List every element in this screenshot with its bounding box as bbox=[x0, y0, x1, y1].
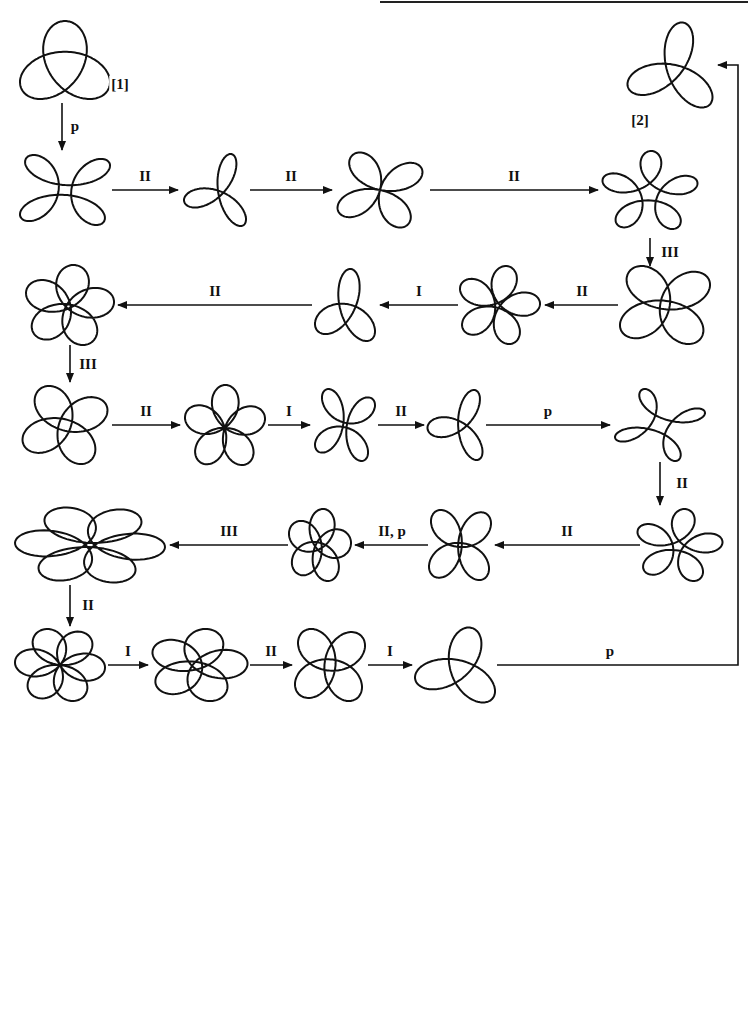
move-label: I bbox=[385, 643, 395, 660]
move-label: III bbox=[218, 523, 240, 540]
move-label: II bbox=[674, 475, 690, 492]
move-label: I bbox=[414, 283, 424, 300]
diagram-number: [2] bbox=[629, 112, 651, 129]
move-arrows bbox=[62, 65, 738, 665]
move-label: p bbox=[542, 403, 554, 420]
knot-diagram bbox=[23, 386, 108, 464]
knot-diagram bbox=[628, 23, 713, 108]
knot-diagram bbox=[153, 629, 248, 701]
move-label: III bbox=[77, 356, 99, 373]
move-label: II bbox=[559, 523, 575, 540]
move-label: II bbox=[574, 283, 590, 300]
move-label: II bbox=[137, 168, 153, 185]
knot-diagram bbox=[15, 508, 165, 583]
move-label: III bbox=[659, 244, 681, 261]
move-label: II bbox=[207, 283, 223, 300]
knot-diagram bbox=[429, 510, 491, 580]
knot-diagram bbox=[20, 21, 110, 99]
knot-diagram bbox=[295, 629, 365, 701]
move-label: II, p bbox=[376, 523, 408, 540]
move-label: II bbox=[283, 168, 299, 185]
knot-diagram bbox=[428, 390, 483, 460]
knot-diagram bbox=[289, 509, 351, 581]
knot-diagram bbox=[338, 153, 423, 228]
diagram-number: [1] bbox=[109, 76, 131, 93]
knot-diagram bbox=[184, 154, 246, 226]
move-label: II bbox=[138, 403, 154, 420]
knot-diagram bbox=[185, 385, 265, 465]
move-label: II bbox=[506, 168, 522, 185]
knot-diagram bbox=[26, 265, 114, 345]
move-label: II bbox=[263, 643, 279, 660]
move-label: I bbox=[123, 643, 133, 660]
knot-diagram bbox=[638, 509, 723, 581]
knot-diagram bbox=[20, 155, 110, 225]
move-label: II bbox=[393, 403, 409, 420]
move-label: I bbox=[284, 403, 294, 420]
knot-diagram bbox=[315, 389, 375, 461]
knot-diagram bbox=[15, 629, 105, 701]
knot-diagram bbox=[460, 266, 540, 344]
knot-diagram bbox=[620, 266, 710, 344]
knot-diagram bbox=[603, 151, 698, 229]
move-label: p bbox=[69, 118, 81, 135]
knot-diagrams bbox=[15, 21, 723, 703]
knot-diagram bbox=[315, 269, 375, 341]
move-label: II bbox=[80, 597, 96, 614]
move-label: p bbox=[604, 643, 616, 660]
knot-diagram bbox=[415, 628, 495, 703]
knot-diagram bbox=[615, 389, 705, 461]
page-rule bbox=[380, 1, 748, 3]
